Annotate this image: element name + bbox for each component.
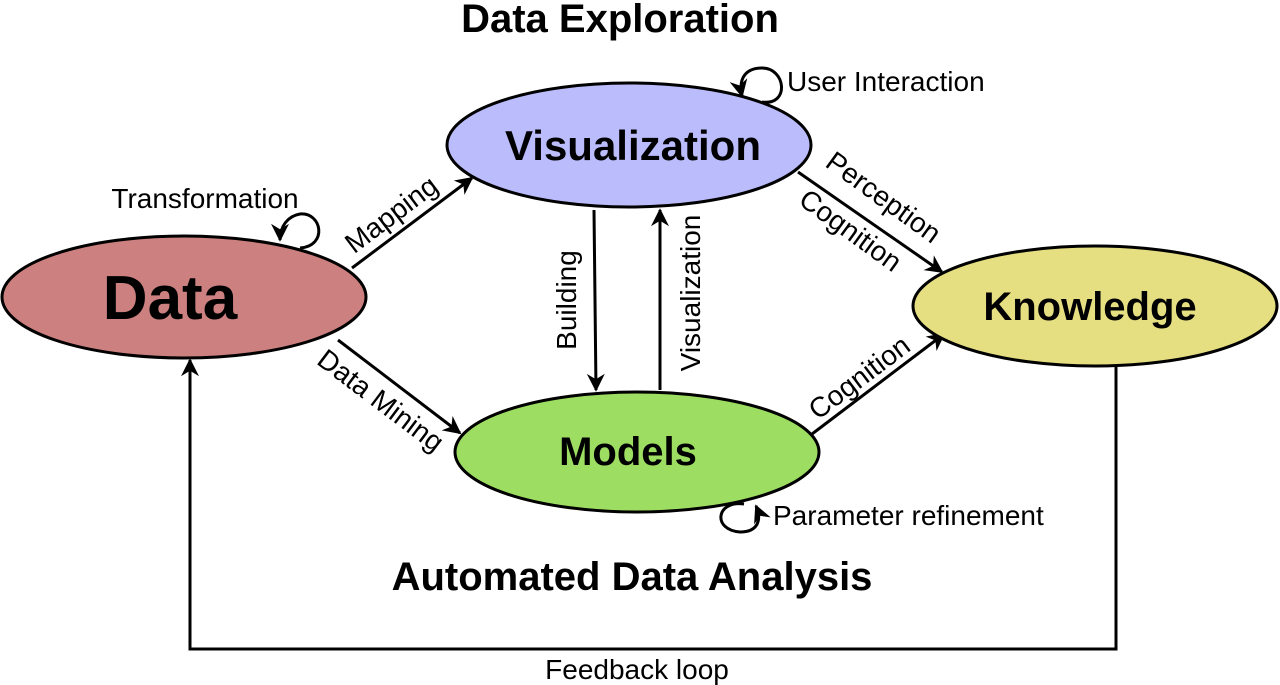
label-cognition-bottom: Cognition [803, 329, 916, 425]
label-data-mining: Data Mining [312, 343, 450, 458]
loop-parameter-refinement [719, 502, 771, 534]
node-label-data: Data [103, 264, 238, 333]
label-transformation: Transformation [111, 183, 298, 214]
label-building: Building [551, 250, 582, 350]
node-label-knowledge: Knowledge [983, 285, 1196, 329]
edge-mapping [351, 176, 474, 270]
edge-cognition [811, 332, 946, 436]
node-visualization [445, 81, 813, 209]
loop-transformation [271, 212, 321, 250]
label-feedback-loop: Feedback loop [545, 654, 729, 685]
label-mapping: Mapping [339, 170, 443, 259]
title-data-exploration: Data Exploration [461, 0, 779, 41]
node-label-models: Models [559, 430, 697, 474]
edge-perception-cognition [797, 170, 944, 274]
edge-feedback-loop [181, 358, 1118, 651]
label-visualization-edge: Visualization [675, 215, 706, 372]
node-data [0, 234, 368, 360]
label-user-interaction: User Interaction [787, 66, 985, 97]
title-automated-data-analysis: Automated Data Analysis [392, 555, 873, 599]
node-label-visualization: Visualization [505, 122, 761, 169]
edge-building [586, 209, 605, 392]
edge-data-mining [337, 338, 462, 435]
label-parameter-refinement: Parameter refinement [773, 500, 1044, 531]
node-models [453, 390, 821, 514]
node-knowledge [911, 244, 1279, 368]
loop-user-interaction [729, 66, 783, 104]
